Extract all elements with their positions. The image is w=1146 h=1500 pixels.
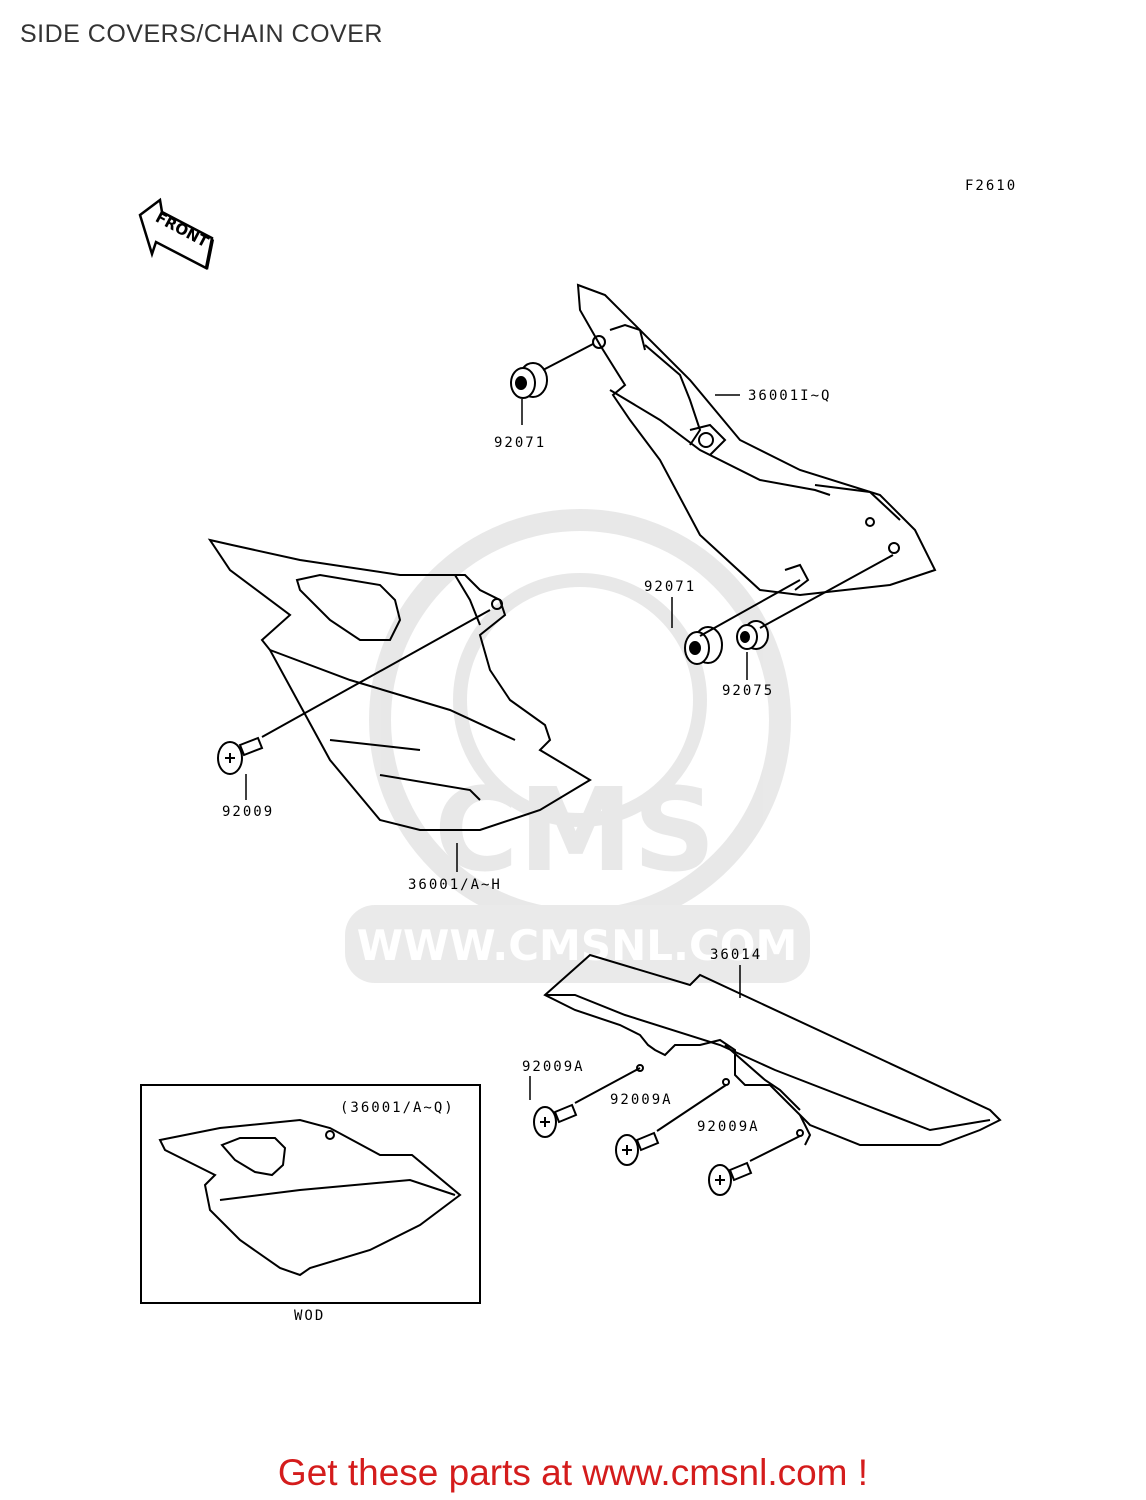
leader-lines [245,394,748,1100]
label-chain-cover: 36014 [710,947,762,963]
figure-code: F2610 [965,178,1017,194]
right-side-cover [576,283,937,597]
watermark-brand: CMS [434,764,716,898]
inset-cover [158,1118,462,1277]
bolt-92009 [217,609,491,775]
parts-diagram: CMS WWW.CMSNL.COM F2610 FRONT [138,178,1017,1324]
label-grommet-small: 92075 [722,683,774,699]
label-grommet-mid: 92071 [644,579,696,595]
label-right-cover: 36001I~Q [748,388,831,404]
bolt-92009a-2 [615,1084,727,1166]
grommet-92071-mid [684,579,801,665]
watermark-url: WWW.CMSNL.COM [357,921,798,970]
page-title: SIDE COVERS/CHAIN COVER [20,20,383,48]
inset-box: (36001/A~Q) [140,1084,481,1304]
label-bolt-a3: 92009A [697,1119,760,1135]
label-bolt-a2: 92009A [610,1092,673,1108]
front-arrow-icon: FRONT [138,197,214,270]
inset-label: WOD [294,1308,325,1324]
label-grommet-top: 92071 [494,435,546,451]
bolt-92009a-1 [533,1067,641,1138]
chain-cover [543,953,1002,1146]
left-side-cover [207,538,592,831]
label-bolt-left: 92009 [222,804,274,820]
label-left-cover: 36001/A~H [408,877,502,893]
watermark: CMS WWW.CMSNL.COM [345,509,810,983]
label-bolt-a1: 92009A [522,1059,585,1075]
grommet-92071-top [510,343,594,399]
bolt-92009a-3 [708,1135,801,1196]
cta-link[interactable]: Get these parts at www.cmsnl.com ! [277,1452,869,1493]
grommet-92075 [736,554,894,650]
inset-caption: (36001/A~Q) [340,1100,455,1116]
